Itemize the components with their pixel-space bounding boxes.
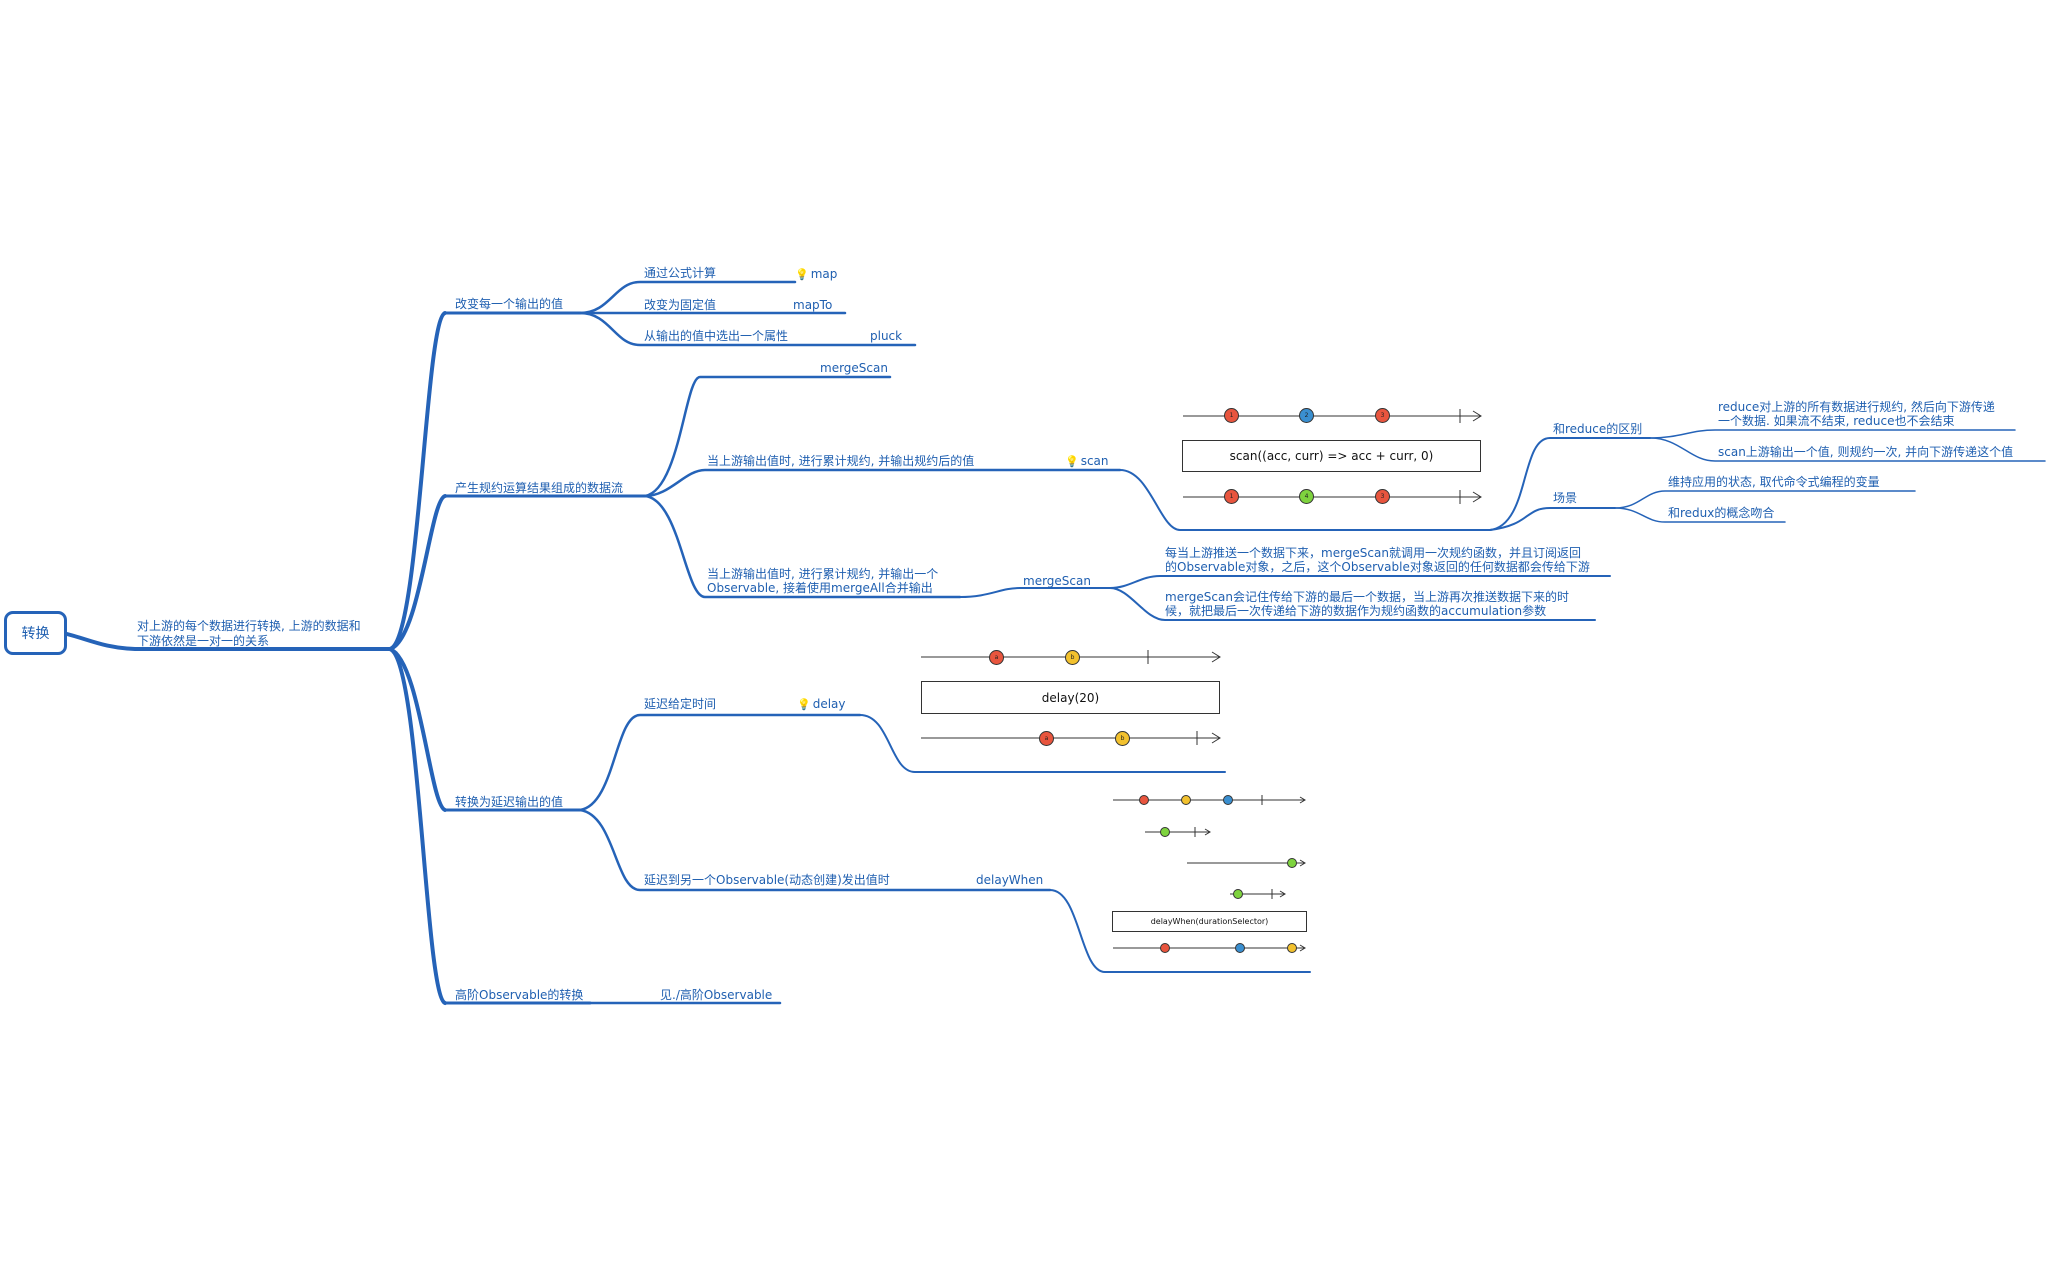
delayWhen-out-marble-3 bbox=[1287, 943, 1297, 953]
scenario-item1: 维持应用的状态, 取代命令式编程的变量 bbox=[1668, 475, 1880, 489]
delayWhen-out-marble-2 bbox=[1235, 943, 1245, 953]
scan-in-marble-3: 3 bbox=[1375, 408, 1390, 423]
scan-out-marble-2: 4 bbox=[1299, 489, 1314, 504]
leaf-delayWhen[interactable]: delayWhen bbox=[976, 873, 1044, 887]
root-note-line1: 对上游的每个数据进行转换, 上游的数据和 bbox=[137, 619, 361, 633]
delayWhen-in-marble-3 bbox=[1223, 795, 1233, 805]
node-pick-property[interactable]: 从输出的值中选出一个属性 bbox=[644, 329, 789, 343]
scan-operator-label: scan((acc, curr) => acc + curr, 0) bbox=[1229, 449, 1434, 463]
delayWhen-duration-marble-3 bbox=[1233, 889, 1243, 899]
scan-in-marble-2: 2 bbox=[1299, 408, 1314, 423]
delay-in-marble-b: b bbox=[1065, 650, 1080, 665]
mergeScan-note1-line2: 的Observable对象，之后，这个Observable对象返回的任何数据都会… bbox=[1165, 560, 1590, 574]
leaf-higher-order-link[interactable]: 见./高阶Observable bbox=[660, 988, 773, 1002]
reduce-diff-item2: scan上游输出一个值, 则规约一次, 并向下游传递这个值 bbox=[1718, 445, 2014, 459]
delay-out-marble-a: a bbox=[1039, 731, 1054, 746]
scan-out-marble-1: 1 bbox=[1224, 489, 1239, 504]
delay-out-marble-b: b bbox=[1115, 731, 1130, 746]
delayWhen-out-marble-1 bbox=[1160, 943, 1170, 953]
delay-operator-box: delay(20) bbox=[921, 681, 1220, 714]
leaf-delay[interactable]: delay bbox=[797, 697, 846, 712]
node-scan-branch[interactable]: 当上游输出值时, 进行累计规约, 并输出规约后的值 bbox=[707, 454, 975, 468]
leaf-map[interactable]: map bbox=[795, 267, 838, 282]
scan-in-marble-1: 1 bbox=[1224, 408, 1239, 423]
reduce-diff-item1-line1: reduce对上游的所有数据进行规约, 然后向下游传递 bbox=[1718, 400, 1995, 414]
root-label: 转换 bbox=[21, 626, 50, 642]
root-node[interactable]: 转换 bbox=[4, 611, 67, 655]
leaf-mapTo[interactable]: mapTo bbox=[793, 298, 833, 312]
node-reduce-stream[interactable]: 产生规约运算结果组成的数据流 bbox=[455, 481, 624, 495]
leaf-mergeScan-top[interactable]: mergeScan bbox=[820, 361, 888, 375]
delay-in-marble-a: a bbox=[989, 650, 1004, 665]
node-delay[interactable]: 转换为延迟输出的值 bbox=[455, 795, 564, 809]
node-formula[interactable]: 通过公式计算 bbox=[644, 266, 717, 280]
delayWhen-in-marble-1 bbox=[1139, 795, 1149, 805]
mergeScan-note1-line1: 每当上游推送一个数据下来，mergeScan就调用一次规约函数，并且订阅返回 bbox=[1165, 546, 1581, 560]
scan-out-marble-3: 3 bbox=[1375, 489, 1390, 504]
delayWhen-operator-box: delayWhen(durationSelector) bbox=[1112, 911, 1307, 932]
scan-operator-box: scan((acc, curr) => acc + curr, 0) bbox=[1182, 440, 1481, 472]
delayWhen-operator-label: delayWhen(durationSelector) bbox=[1150, 917, 1269, 926]
leaf-pluck[interactable]: pluck bbox=[870, 329, 903, 343]
root-note-line2: 下游依然是一对一的关系 bbox=[137, 634, 270, 648]
mergeScan-note2-line2: 候，就把最后一次传递给下游的数据作为规约函数的accumulation参数 bbox=[1165, 604, 1547, 618]
leaf-mergeScan[interactable]: mergeScan bbox=[1023, 574, 1091, 588]
node-higher-order[interactable]: 高阶Observable的转换 bbox=[455, 988, 584, 1002]
node-reduce-diff[interactable]: 和reduce的区别 bbox=[1553, 422, 1643, 436]
node-fixed-value[interactable]: 改变为固定值 bbox=[644, 298, 717, 312]
scenario-item2: 和redux的概念吻合 bbox=[1668, 506, 1775, 520]
node-change-value[interactable]: 改变每一个输出的值 bbox=[455, 297, 564, 311]
leaf-scan[interactable]: scan bbox=[1065, 454, 1109, 469]
node-mergeScan-line2[interactable]: Observable, 接着使用mergeAll合并输出 bbox=[707, 581, 933, 595]
mergeScan-note2-line1: mergeScan会记住传给下游的最后一个数据，当上游再次推送数据下来的时 bbox=[1165, 590, 1569, 604]
node-mergeScan-line1[interactable]: 当上游输出值时, 进行累计规约, 并输出一个 bbox=[707, 567, 939, 581]
node-delay-time[interactable]: 延迟给定时间 bbox=[644, 697, 717, 711]
delayWhen-duration-marble-2 bbox=[1287, 858, 1297, 868]
reduce-diff-item1-line2: 一个数据. 如果流不结束, reduce也不会结束 bbox=[1718, 414, 1955, 428]
node-scenario[interactable]: 场景 bbox=[1553, 491, 1578, 505]
delayWhen-duration-marble-1 bbox=[1160, 827, 1170, 837]
delay-operator-label: delay(20) bbox=[1041, 690, 1100, 705]
node-delay-when[interactable]: 延迟到另一个Observable(动态创建)发出值时 bbox=[644, 873, 890, 887]
delayWhen-in-marble-2 bbox=[1181, 795, 1191, 805]
